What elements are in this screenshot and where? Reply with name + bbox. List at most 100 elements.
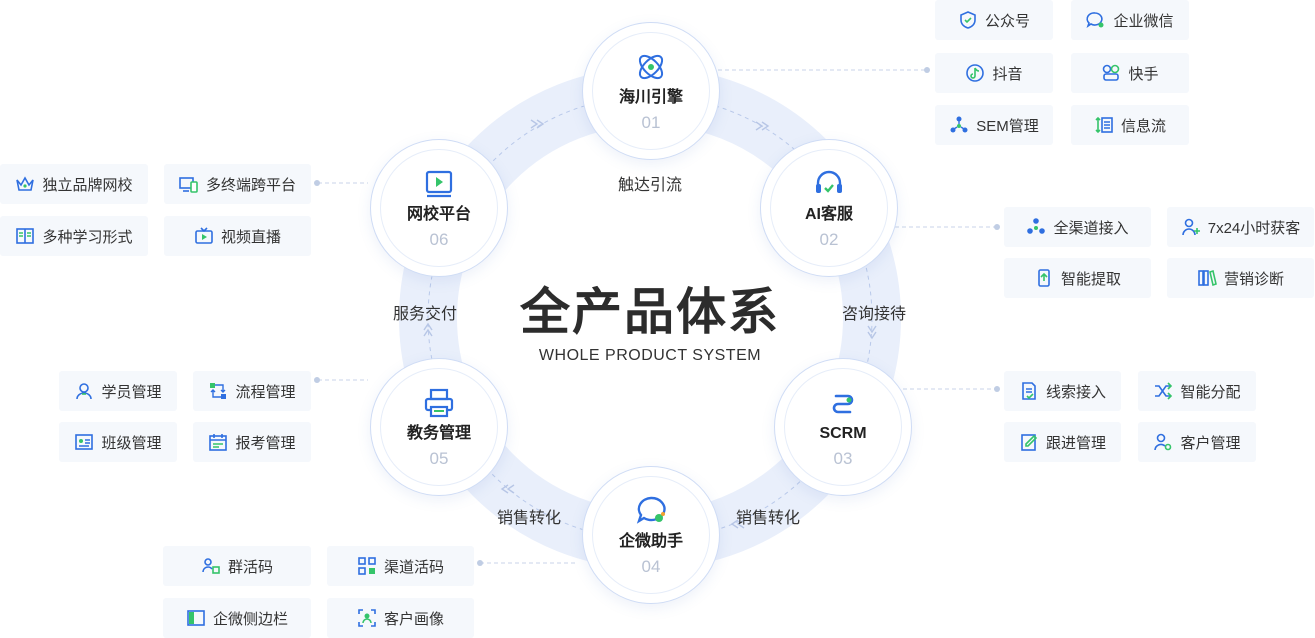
tag-class-mgmt[interactable]: 班级管理 [59, 422, 177, 462]
document-icon [1022, 382, 1036, 400]
tag-label: 抖音 [992, 65, 1023, 83]
tag-lead-intake[interactable]: 线索接入 [1004, 371, 1121, 411]
tag-label: 营销诊断 [1223, 270, 1284, 288]
tag-douyin[interactable]: 抖音 [935, 53, 1053, 93]
tag-label: SEM管理 [976, 117, 1039, 135]
crown-icon [16, 176, 35, 191]
headset-icon [816, 170, 842, 193]
tag-label: 智能提取 [1060, 270, 1121, 288]
node-haichuan-engine[interactable]: 海川引擎 01 [582, 22, 720, 160]
tag-wecom-sidebar[interactable]: 企微侧边栏 [163, 598, 311, 638]
tag-label: 多种学习形式 [42, 228, 133, 246]
tag-brand-school[interactable]: 独立品牌网校 [0, 164, 148, 204]
tag-multi-device[interactable]: 多终端跨平台 [164, 164, 311, 204]
arc-label-delivery: 服务交付 [393, 306, 458, 323]
shuffle-icon [1155, 382, 1173, 400]
node-number: 02 [819, 230, 839, 249]
qr-code-icon [358, 557, 376, 575]
node-label: 网校平台 [406, 206, 471, 223]
tag-exam-mgmt[interactable]: 报考管理 [193, 422, 311, 462]
video-screen-icon [425, 170, 453, 198]
node-online-school[interactable]: 网校平台 06 [370, 139, 508, 277]
node-label: SCRM [819, 425, 867, 442]
edit-icon [1021, 434, 1038, 451]
node-number: 01 [641, 113, 661, 132]
tag-label: 独立品牌网校 [42, 176, 133, 194]
sidebar-icon [187, 610, 205, 626]
tag-omnichannel[interactable]: 全渠道接入 [1004, 207, 1151, 247]
node-label: 教务管理 [406, 425, 471, 442]
circles-icon [1103, 64, 1120, 81]
chat-bubble-icon [636, 496, 666, 524]
tag-marketing-diagnosis[interactable]: 营销诊断 [1167, 258, 1314, 298]
group-qr-icon [202, 558, 220, 574]
link-chain-icon [832, 394, 854, 414]
tag-label: 视频直播 [220, 228, 281, 246]
tag-smart-assign[interactable]: 智能分配 [1138, 371, 1256, 411]
network-icon [950, 116, 968, 133]
portrait-icon [358, 609, 376, 627]
node-number: 03 [833, 449, 853, 468]
tag-wecom[interactable]: 企业微信 [1071, 0, 1189, 40]
tag-group-qrcode[interactable]: 群活码 [163, 546, 311, 586]
tag-label: 多终端跨平台 [205, 176, 296, 194]
tag-label: 企业微信 [1113, 12, 1174, 30]
tag-channel-qrcode[interactable]: 渠道活码 [327, 546, 474, 586]
tag-kuaishou[interactable]: 快手 [1071, 53, 1189, 93]
tag-live-video[interactable]: 视频直播 [164, 216, 311, 256]
tag-label: 跟进管理 [1045, 434, 1106, 452]
node-number: 06 [429, 230, 449, 249]
tag-label: 智能分配 [1180, 383, 1241, 401]
tag-label: 公众号 [984, 12, 1030, 30]
dots-cluster-icon [1027, 218, 1046, 234]
node-ai-service[interactable]: AI客服 02 [760, 139, 898, 277]
user-icon [76, 383, 93, 400]
devices-icon [179, 177, 198, 193]
printer-icon [424, 388, 454, 418]
tag-process-mgmt[interactable]: 流程管理 [193, 371, 311, 411]
tag-smart-extract[interactable]: 智能提取 [1004, 258, 1151, 298]
tag-official-account[interactable]: 公众号 [935, 0, 1053, 40]
node-wecom-assistant[interactable]: 企微助手 04 [582, 466, 720, 604]
tag-label: 群活码 [227, 558, 273, 576]
tag-label: 学员管理 [101, 383, 162, 401]
tag-follow-up[interactable]: 跟进管理 [1004, 422, 1121, 462]
arc-label-consult: 咨询接待 [842, 306, 907, 323]
calendar-icon [209, 434, 228, 451]
tag-customer-mgmt[interactable]: 客户管理 [1138, 422, 1256, 462]
node-label: 海川引擎 [618, 89, 683, 106]
tag-label: 班级管理 [101, 434, 162, 452]
orbit-icon [638, 54, 664, 80]
tag-label: 线索接入 [1045, 383, 1106, 401]
music-note-icon [966, 64, 985, 82]
list-arrow-icon [1095, 116, 1113, 134]
tag-label: 7x24小时获客 [1207, 219, 1301, 237]
node-number: 05 [429, 449, 449, 468]
node-label: AI客服 [804, 206, 853, 223]
tag-label: 客户画像 [383, 610, 444, 628]
node-number: 04 [641, 557, 661, 576]
open-book-icon [16, 228, 35, 244]
tag-feed[interactable]: 信息流 [1071, 105, 1189, 145]
user-plus-icon [1181, 218, 1200, 236]
node-scrm[interactable]: SCRM 03 [774, 358, 912, 496]
tv-play-icon [195, 227, 213, 244]
tag-label: 客户管理 [1180, 434, 1241, 452]
tag-student-mgmt[interactable]: 学员管理 [59, 371, 177, 411]
tag-label: 流程管理 [235, 383, 296, 401]
tag-learning-forms[interactable]: 多种学习形式 [0, 216, 148, 256]
tag-label: 全渠道接入 [1053, 219, 1129, 237]
tag-customer-profile[interactable]: 客户画像 [327, 598, 474, 638]
flow-icon [210, 383, 227, 399]
tag-label: 渠道活码 [383, 558, 444, 576]
tag-label: 快手 [1128, 65, 1159, 83]
user-gear-icon [1154, 433, 1172, 451]
tag-label: 企微侧边栏 [212, 610, 288, 628]
node-academic-affairs[interactable]: 教务管理 05 [370, 358, 508, 496]
diagram-title: 全产品体系 [520, 284, 780, 340]
tag-label: 信息流 [1120, 117, 1166, 135]
arc-label-convert-left: 销售转化 [497, 510, 562, 527]
phone-upload-icon [1038, 269, 1050, 287]
tag-sem[interactable]: SEM管理 [935, 105, 1053, 145]
tag-247-acquisition[interactable]: 7x24小时获客 [1167, 207, 1314, 247]
